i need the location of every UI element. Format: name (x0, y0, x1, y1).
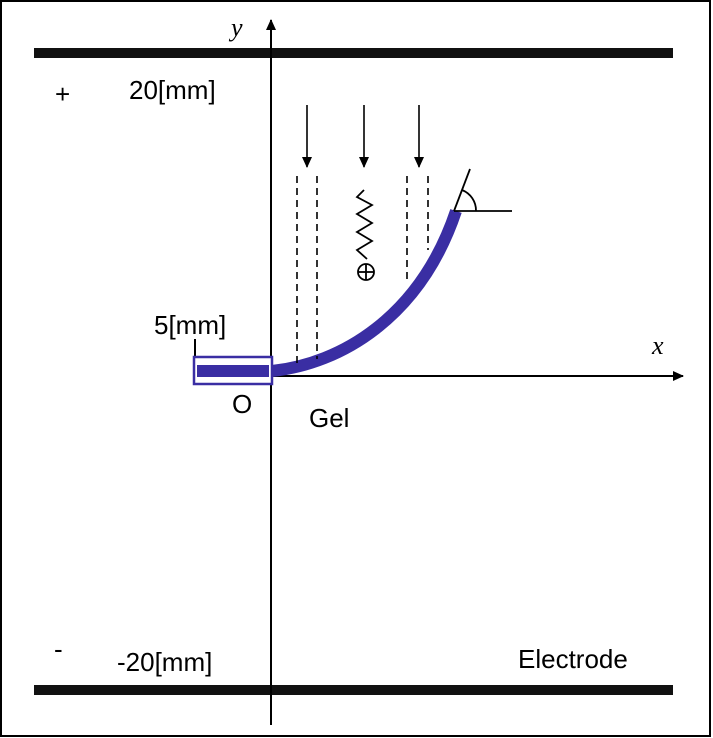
thickness-label: 5[mm] (154, 310, 226, 340)
gel-strip (271, 209, 462, 377)
bottom-position-label: -20[mm] (117, 647, 212, 677)
zigzag-spring-icon (355, 189, 374, 260)
top-position-label: 20[mm] (129, 75, 216, 105)
bottom-electrode (34, 685, 673, 695)
top-electrode (34, 48, 673, 58)
gel-clamp-core (197, 365, 269, 377)
plus-sign: + (55, 79, 70, 109)
electrode-label: Electrode (518, 644, 628, 674)
y-axis-label: y (228, 13, 243, 42)
angle-arc-icon (453, 168, 512, 212)
x-axis-label: x (651, 331, 664, 360)
origin-label: O (232, 389, 252, 419)
circled-plus-icon (357, 263, 375, 281)
minus-sign: - (54, 634, 63, 664)
gel-label: Gel (309, 403, 349, 433)
